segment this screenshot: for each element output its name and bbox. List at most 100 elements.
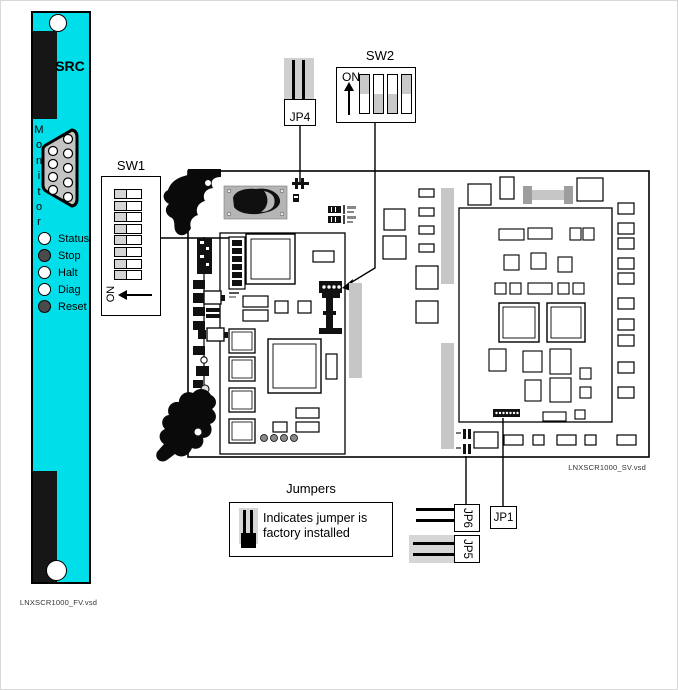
sw1-switch bbox=[114, 258, 142, 269]
sw1-switch bbox=[114, 235, 142, 246]
jp4-board-jumper bbox=[292, 178, 309, 202]
sw2-switch-down bbox=[373, 74, 384, 114]
led-label: Status bbox=[58, 232, 90, 245]
sw1-switch bbox=[114, 200, 142, 211]
monitor-letter: r bbox=[37, 216, 41, 229]
sw1-switch bbox=[114, 223, 142, 234]
jp6-pin-icon bbox=[416, 519, 454, 522]
jp5-pin-icon bbox=[413, 553, 454, 556]
jp5-label-box: JP5 bbox=[454, 535, 480, 563]
led-row: Reset bbox=[38, 300, 108, 313]
monitor-letter: M bbox=[34, 124, 44, 136]
sw2-switch-knob bbox=[360, 75, 369, 94]
led-row: Diag bbox=[38, 283, 108, 296]
sw1-switch-slot bbox=[126, 189, 142, 199]
jumpers-legend-box: Indicates jumper is factory installed bbox=[229, 502, 393, 557]
monitor-letter: n bbox=[35, 154, 43, 167]
led-label: Reset bbox=[58, 300, 87, 313]
sw2-dip-switch: ON bbox=[336, 67, 416, 123]
jp6-label-box: JP6 bbox=[454, 504, 480, 532]
legend-jumper-block-icon bbox=[241, 533, 256, 548]
led-label: Diag bbox=[58, 283, 81, 296]
smd-components bbox=[328, 205, 356, 224]
sw1-switch-slot bbox=[126, 200, 142, 211]
sw2-switch-down bbox=[387, 74, 398, 114]
jp56-board-jumpers bbox=[456, 429, 471, 454]
jp4-jumper-pin-icon bbox=[292, 60, 295, 106]
gray-sockets bbox=[349, 188, 564, 449]
jp6-pin-icon bbox=[416, 508, 454, 511]
led-row: Stop bbox=[38, 249, 108, 262]
daughterboard-right bbox=[458, 207, 613, 423]
ejector-handle-top-icon bbox=[163, 169, 221, 236]
card-title: SRC bbox=[55, 58, 85, 74]
panel-handle-top bbox=[33, 31, 57, 119]
sw2-target-jumper bbox=[319, 281, 342, 334]
jp4-label-box: JP4 bbox=[284, 99, 316, 126]
led-stop-icon bbox=[38, 249, 51, 262]
jp1-label: JP1 bbox=[493, 511, 514, 524]
sw2-label: SW2 bbox=[365, 48, 395, 63]
monitor-letter: t bbox=[37, 185, 41, 198]
led-reset-icon bbox=[38, 300, 51, 313]
sw2-switch-knob bbox=[402, 75, 411, 94]
sw1-dip-switch: ON bbox=[101, 176, 161, 316]
jp1-header bbox=[493, 409, 520, 417]
jp5-pin-icon bbox=[413, 542, 454, 545]
led-diag-icon bbox=[38, 283, 51, 296]
db9-connector-icon bbox=[41, 128, 79, 208]
jp1-label-box: JP1 bbox=[490, 506, 517, 529]
led-row: Halt bbox=[38, 266, 108, 279]
side-view-caption: LNXSCR1000_SV.vsd bbox=[568, 463, 646, 472]
sw1-switch-slot bbox=[126, 212, 142, 223]
jp5-label: JP5 bbox=[460, 539, 473, 559]
sw1-switch-slot bbox=[126, 223, 142, 234]
jp5-jumper-pad bbox=[409, 535, 456, 563]
sw1-switch-slot bbox=[126, 235, 142, 246]
legend-jumper-pin-icon bbox=[243, 510, 246, 539]
sw2-switch-knob bbox=[388, 94, 397, 113]
mid-board-components bbox=[382, 176, 604, 324]
sw2-switches bbox=[359, 74, 412, 114]
sw1-label: SW1 bbox=[116, 158, 146, 173]
legend-jumper-pin-icon bbox=[250, 510, 253, 539]
sw1-switch bbox=[114, 212, 142, 223]
sw1-switch bbox=[114, 246, 142, 257]
screw-top-icon bbox=[49, 14, 67, 32]
sw2-on-arrowhead-icon bbox=[344, 82, 354, 91]
right-edge-components bbox=[617, 202, 635, 399]
sw1-switches bbox=[114, 189, 142, 282]
led-row: Status bbox=[38, 232, 108, 245]
sw2-switch-up bbox=[401, 74, 412, 114]
jp4-jumper-pin-icon bbox=[302, 60, 305, 106]
front-view-caption: LNXSCR1000_FV.vsd bbox=[19, 598, 98, 607]
monitor-letter: o bbox=[35, 139, 43, 152]
monitor-letter: o bbox=[35, 201, 43, 214]
led-label: Stop bbox=[58, 249, 81, 262]
bottom-row-components bbox=[473, 431, 637, 449]
daughterboard-left bbox=[219, 232, 346, 455]
jp6-label: JP6 bbox=[460, 508, 473, 528]
led-status-icon bbox=[38, 232, 51, 245]
sw2-on-arrow-icon bbox=[348, 90, 350, 115]
legend-text: Indicates jumper is factory installed bbox=[263, 511, 368, 540]
sw1-switch bbox=[114, 189, 142, 199]
front-connector-strip bbox=[193, 237, 228, 394]
led-label: Halt bbox=[58, 266, 78, 279]
sw1-on-arrow-icon bbox=[127, 294, 152, 296]
monitor-letter: i bbox=[37, 170, 41, 183]
sw2-on-label: ON bbox=[342, 70, 360, 84]
sw1-on-arrowhead-icon bbox=[118, 290, 127, 300]
led-halt-icon bbox=[38, 266, 51, 279]
sw1-switch-slot bbox=[126, 246, 142, 257]
rotary-switch bbox=[223, 185, 288, 220]
screw-bottom-icon bbox=[46, 560, 67, 581]
sw2-switch-up bbox=[359, 74, 370, 114]
callout-lines bbox=[161, 123, 504, 506]
sw1-switch-slot bbox=[126, 258, 142, 269]
sw2-switch-knob bbox=[374, 94, 383, 113]
